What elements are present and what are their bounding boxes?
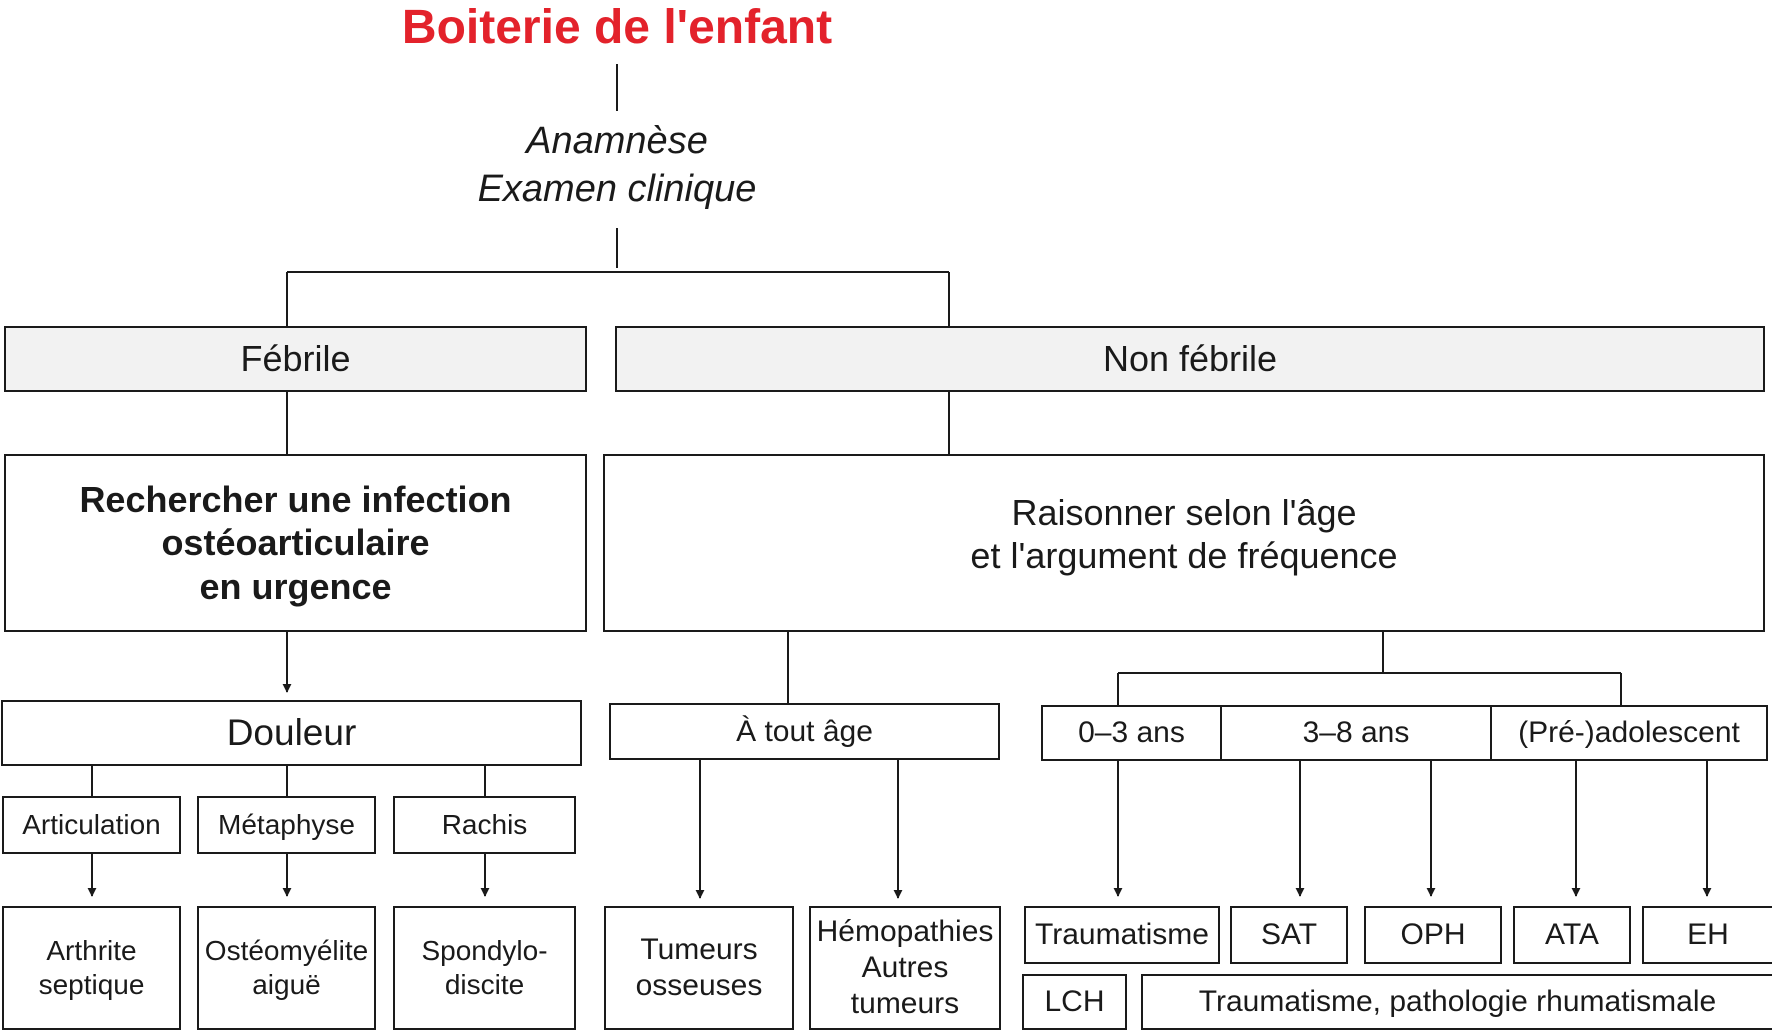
febrile-box: Fébrile	[4, 326, 587, 392]
non-febrile-action-box: Raisonner selon l'âge et l'argument de f…	[603, 454, 1765, 632]
any-age-box: À tout âge	[609, 703, 1000, 760]
diagnosis-eh: EH	[1642, 906, 1772, 964]
diagnosis-arthrite-septique: Arthrite septique	[2, 906, 181, 1030]
diagnosis-sat: SAT	[1230, 906, 1348, 964]
non-febrile-box: Non fébrile	[615, 326, 1765, 392]
site-metaphyse: Métaphyse	[197, 796, 376, 854]
diagnosis-oph: OPH	[1364, 906, 1502, 964]
age-group-3-8: 3–8 ans	[1220, 705, 1492, 761]
pain-box: Douleur	[1, 700, 582, 766]
diagnosis-ata: ATA	[1513, 906, 1631, 964]
diagnosis-osteomyelite-aigue: Ostéomyélite aiguë	[197, 906, 376, 1030]
febrile-action-box: Rechercher une infection ostéoarticulair…	[4, 454, 587, 632]
diagnosis-traumatisme: Traumatisme	[1024, 906, 1220, 964]
diagram-title: Boiterie de l'enfant	[401, 1, 833, 54]
age-group-0-3: 0–3 ans	[1041, 705, 1222, 761]
age-group-adolescent: (Pré-)adolescent	[1490, 705, 1768, 761]
intro-text: Anamnèse Examen clinique	[477, 120, 757, 210]
diagnosis-spondylodiscite: Spondylo- discite	[393, 906, 576, 1030]
diagnosis-traumatisme-rhumatismale: Traumatisme, pathologie rhumatismale	[1141, 974, 1772, 1030]
diagnosis-tumeurs-osseuses: Tumeurs osseuses	[604, 906, 794, 1030]
diagnosis-lch: LCH	[1022, 974, 1127, 1030]
diagnosis-hemopathies: Hémopathies Autres tumeurs	[809, 906, 1001, 1030]
site-articulation: Articulation	[2, 796, 181, 854]
site-rachis: Rachis	[393, 796, 576, 854]
